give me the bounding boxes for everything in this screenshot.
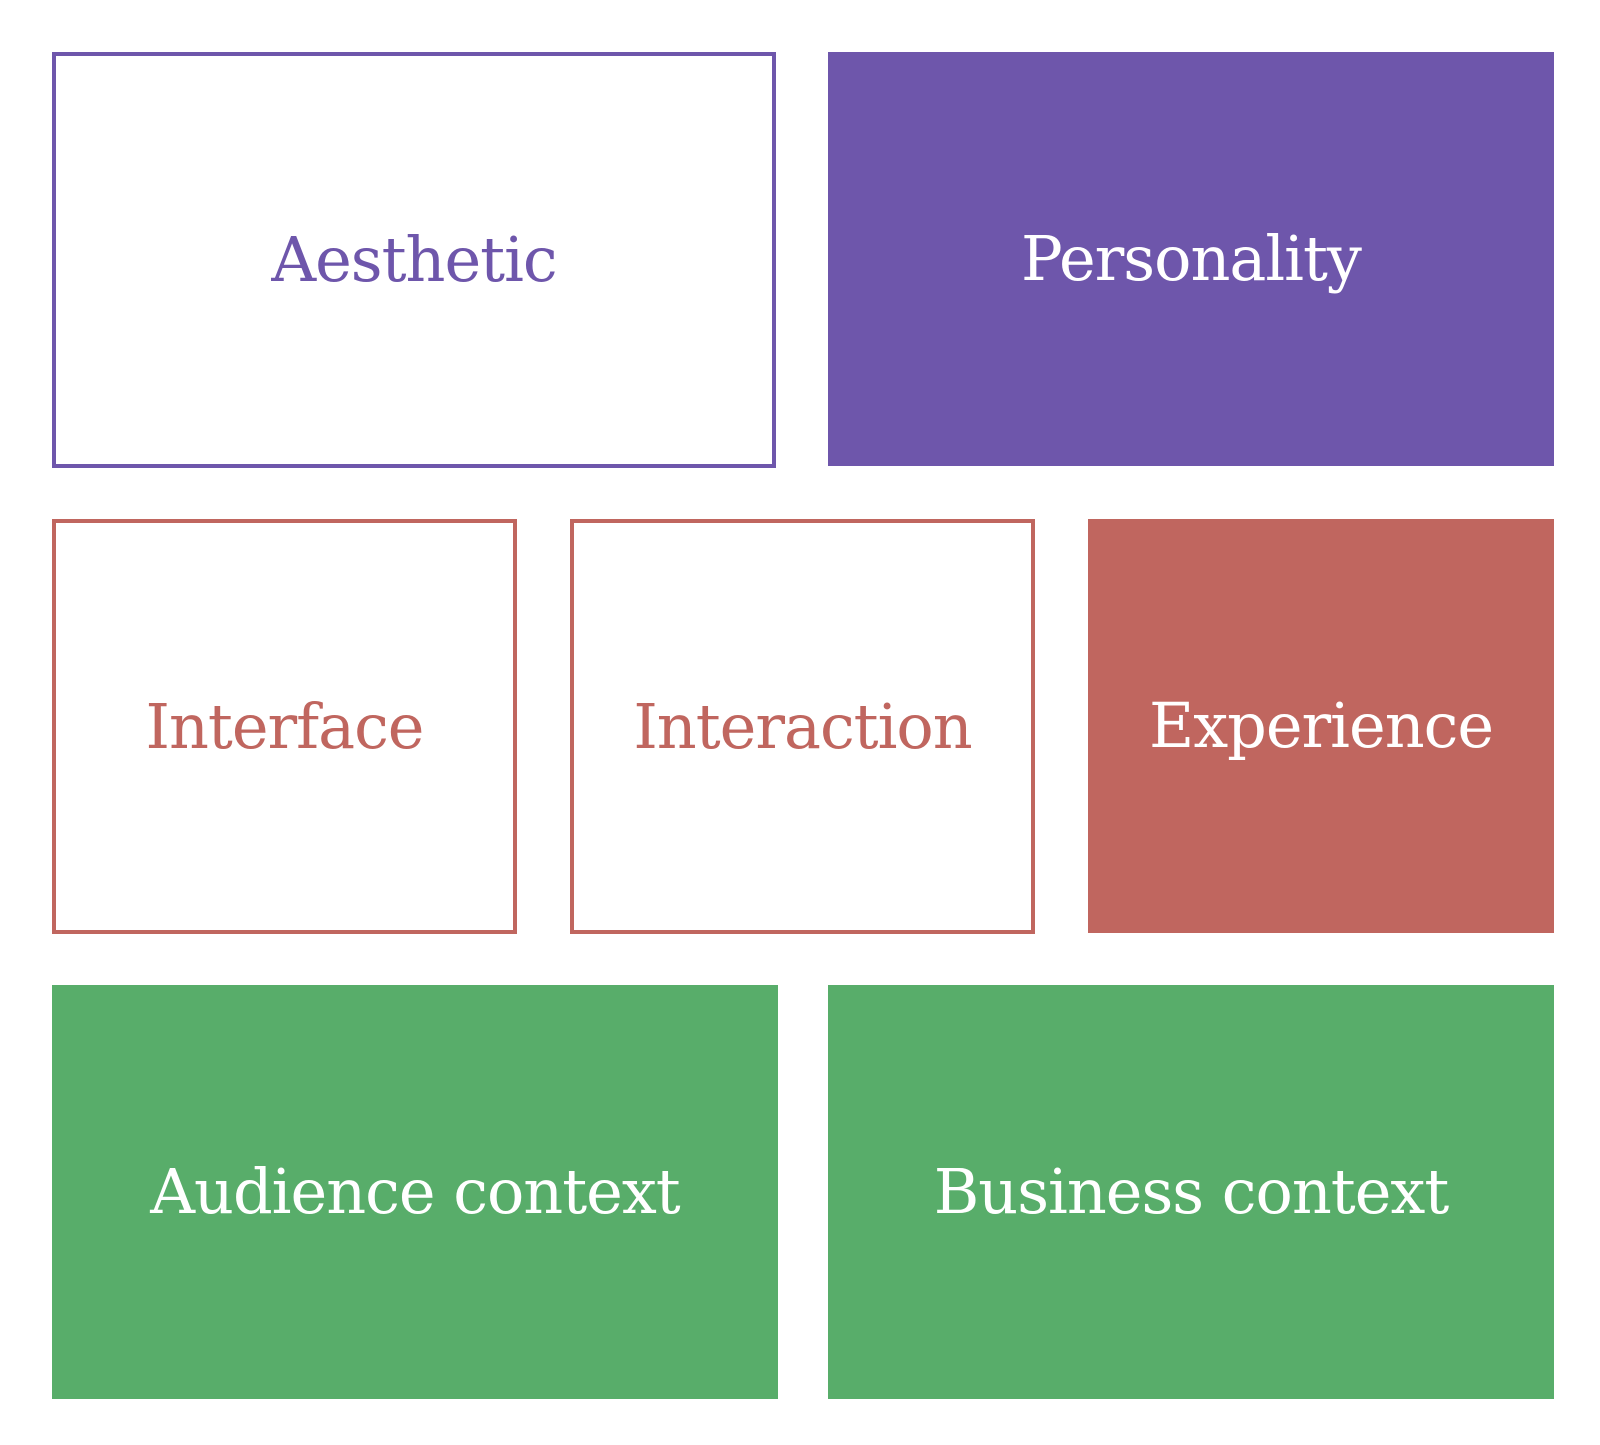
- interaction-label: Interaction: [633, 689, 972, 763]
- personality-label: Personality: [1021, 222, 1362, 295]
- business-context-box: Business context: [828, 985, 1554, 1399]
- personality-box: Personality: [828, 52, 1554, 466]
- audience-context-label: Audience context: [150, 1155, 680, 1228]
- audience-context-box: Audience context: [52, 985, 778, 1399]
- interface-box: Interface: [52, 519, 517, 934]
- aesthetic-box: Aesthetic: [52, 52, 776, 468]
- experience-box: Experience: [1088, 519, 1554, 933]
- interaction-box: Interaction: [570, 519, 1035, 934]
- experience-label: Experience: [1148, 689, 1494, 762]
- business-context-label: Business context: [933, 1155, 1450, 1228]
- interface-label: Interface: [145, 689, 425, 763]
- aesthetic-label: Aesthetic: [271, 223, 557, 296]
